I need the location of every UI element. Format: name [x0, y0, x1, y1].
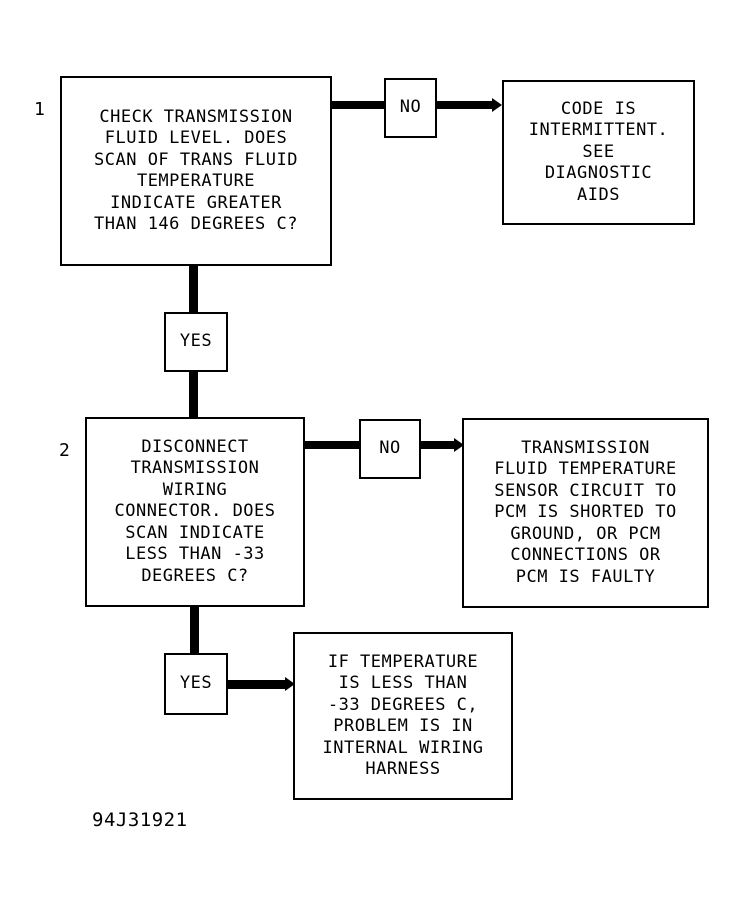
step-1-question-box: CHECK TRANSMISSION FLUID LEVEL. DOES SCA… — [60, 76, 332, 266]
step-2-yes-arrowhead — [285, 677, 295, 691]
step-1-no-box: NO — [384, 78, 437, 138]
step-2-number: 2 — [59, 440, 70, 461]
step-1-no-arrowhead — [492, 98, 502, 112]
step-2-no-connector — [305, 441, 359, 449]
step-1-question-text: CHECK TRANSMISSION FLUID LEVEL. DOES SCA… — [94, 106, 298, 235]
step-2-no-result-box: TRANSMISSION FLUID TEMPERATURE SENSOR CI… — [462, 418, 709, 608]
step-2-question-text: DISCONNECT TRANSMISSION WIRING CONNECTOR… — [114, 436, 276, 586]
step-2-yes-result-text: IF TEMPERATURE IS LESS THAN -33 DEGREES … — [322, 651, 484, 780]
step-1-yes-label: YES — [179, 331, 213, 352]
step-1-no-result-text: CODE IS INTERMITTENT. SEE DIAGNOSTIC AID… — [528, 98, 669, 205]
step-2-yes-label: YES — [179, 673, 213, 694]
step-2-yes-result-box: IF TEMPERATURE IS LESS THAN -33 DEGREES … — [293, 632, 513, 800]
step-1-no-connector — [332, 101, 384, 109]
step-2-no-arrowhead — [454, 438, 464, 452]
step-1-no-label: NO — [399, 97, 422, 118]
step-2-no-result-connector — [421, 441, 455, 449]
step-1-yes-box: YES — [164, 312, 228, 372]
step-2-question-box: DISCONNECT TRANSMISSION WIRING CONNECTOR… — [85, 417, 305, 607]
step-1-yes-connector-lower — [189, 372, 198, 417]
step-1-yes-connector-upper — [189, 266, 198, 312]
step-2-no-label: NO — [379, 438, 401, 459]
step-2-no-result-text: TRANSMISSION FLUID TEMPERATURE SENSOR CI… — [494, 437, 677, 587]
step-1-no-result-connector — [437, 101, 493, 109]
figure-id: 94J31921 — [92, 809, 188, 831]
step-2-no-box: NO — [359, 419, 421, 479]
step-2-yes-box: YES — [164, 653, 228, 715]
step-2-yes-result-connector — [228, 680, 286, 689]
step-1-number: 1 — [34, 99, 45, 120]
step-1-no-result-box: CODE IS INTERMITTENT. SEE DIAGNOSTIC AID… — [502, 80, 695, 225]
step-2-yes-connector — [190, 607, 199, 653]
